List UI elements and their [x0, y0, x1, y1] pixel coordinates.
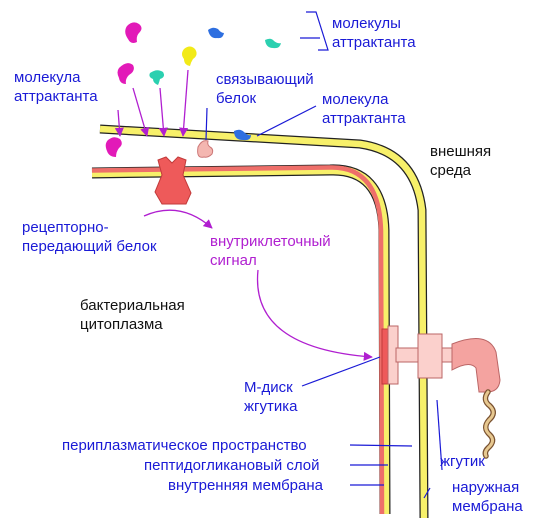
flagellum-label: жгутик — [440, 453, 485, 470]
peptidoglycan-layer — [91, 165, 385, 515]
attractant-molecule-left-label: молекула аттрактанта — [14, 69, 98, 105]
receptor-transducer-protein-label: рецепторно- передающий белок — [22, 219, 157, 255]
outer-membrane-label: наружная мембрана — [452, 479, 523, 515]
inner-membrane-label: внутренняя мембрана — [168, 477, 323, 494]
attractant-molecule-icon — [105, 22, 281, 157]
peptidoglycan-layer-label: пептидогликановый слой — [144, 457, 320, 474]
attractant-molecule-right-label: молекула аттрактанта — [322, 91, 406, 127]
flagellar-m-disk-label: М-диск жгутика — [244, 379, 298, 415]
flagellum-icon — [451, 338, 501, 393]
intracellular-signal-label: внутриклеточный сигнал — [210, 233, 331, 269]
receptor-protein-icon — [154, 156, 192, 205]
bacterial-cytoplasm-label: бактериальная цитоплазма — [80, 297, 185, 333]
attractant-molecules-top-label: молекулы аттрактанта — [332, 15, 416, 51]
external-environment-label: внешняя среда — [430, 143, 492, 179]
binding-protein-label: связывающий белок — [216, 71, 314, 107]
binding-protein-icon — [197, 140, 214, 158]
periplasmic-space-label: периплазматическое пространство — [62, 437, 307, 454]
